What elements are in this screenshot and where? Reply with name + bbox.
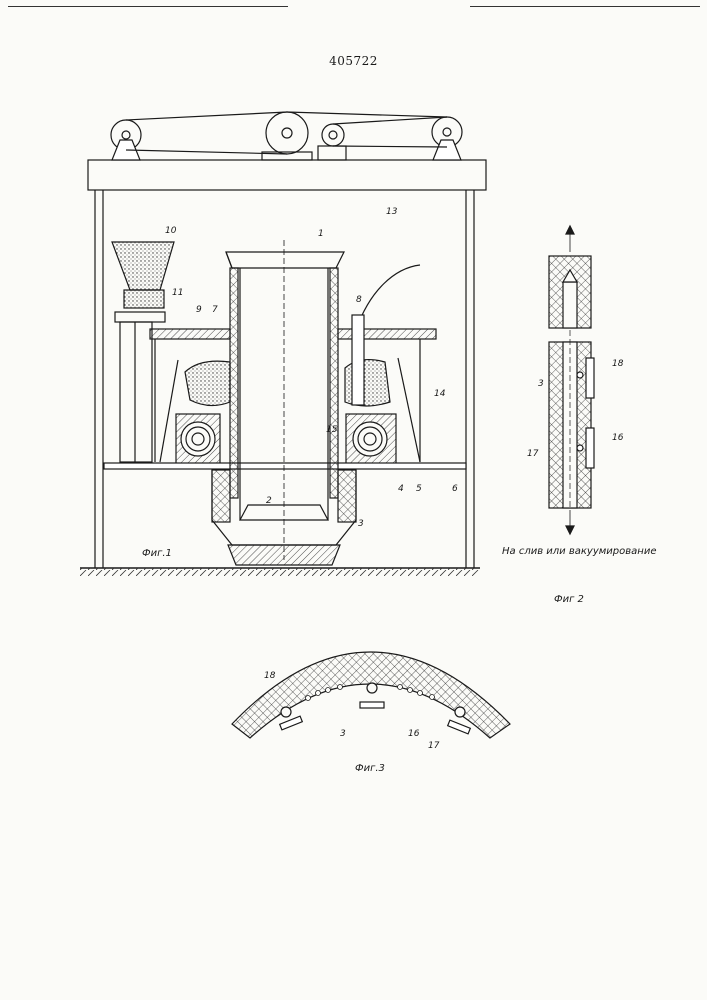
fig1-caption: Фиг.1 [142,548,172,559]
label-9: 9 [196,305,202,315]
label-3: 3 [358,519,364,529]
label-17: 18 [612,359,624,369]
label-14: 14 [434,389,446,399]
label-3-fig3: 3 [340,729,346,739]
label-4: 4 [398,484,404,494]
label-7: 7 [212,305,218,315]
mold [212,240,356,565]
label-1: 1 [318,229,324,239]
label-8: 8 [356,295,362,305]
figure-3 [232,652,510,738]
label-11: 11 [172,288,183,298]
label-13: 13 [386,207,398,217]
label-17-fig3: 17 [428,741,440,751]
hopper [112,242,174,462]
label-2: 2 [266,496,272,506]
label-5: 5 [416,484,422,494]
label-10: 10 [165,226,177,236]
fig3-caption: Фиг.3 [355,763,385,774]
label-18-fig3: 18 [264,671,276,681]
pulley-right [432,117,462,160]
label-3-fig2: 3 [538,379,544,389]
label-18: 17 [527,449,539,459]
pulley-center [262,112,346,160]
label-16: 16 [612,433,624,443]
top-beam [88,160,486,190]
label-15: 15 [326,425,338,435]
right-roller [346,414,396,464]
fig2-caption: Фиг 2 [554,594,584,605]
left-roller [176,414,220,464]
pulley-left [111,120,141,160]
label-6: 6 [452,484,458,494]
figure-1 [80,112,486,576]
figure-2 [549,226,594,534]
label-16-fig3: 16 [408,729,420,739]
fig2-note: На слив или вакуумирование [502,546,656,557]
